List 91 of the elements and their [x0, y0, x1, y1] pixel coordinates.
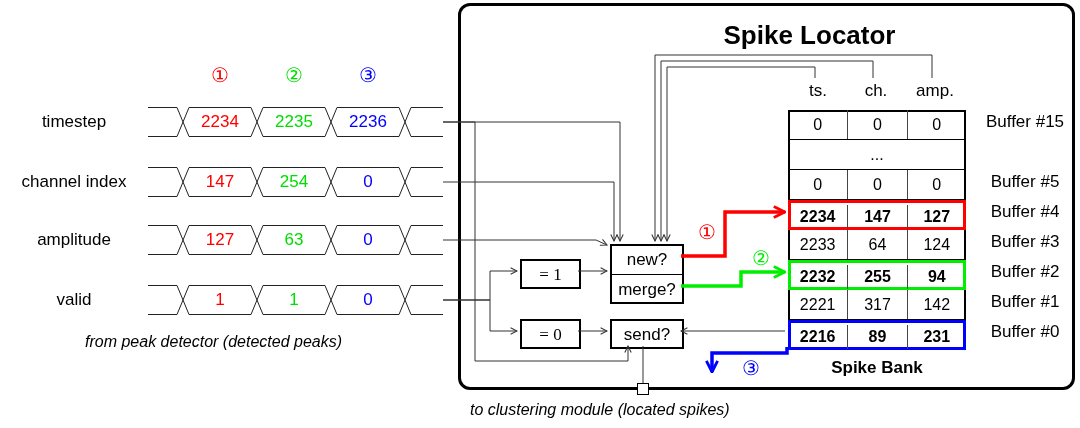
- table-row: [788, 230, 966, 260]
- node-label: Buffer #0: [989, 322, 1061, 342]
- arrow: [681, 205, 787, 258]
- table-cell-text: 2233: [798, 235, 837, 255]
- table-row: [788, 260, 966, 290]
- column-header-text: ts.: [808, 81, 828, 101]
- table-cell: 89: [847, 325, 907, 349]
- arrow: [442, 181, 618, 242]
- arrow: [657, 60, 874, 242]
- table-cell-text: 2221: [798, 295, 837, 315]
- arrow: [442, 299, 518, 335]
- note: from peak detector (detected peaks): [85, 333, 343, 351]
- node-label: Buffer #1: [989, 292, 1061, 312]
- table-cell: 0: [847, 110, 907, 139]
- arrow: [442, 121, 632, 362]
- signal-value: 2235: [274, 112, 314, 132]
- table-row: [788, 320, 966, 350]
- node-label: Buffer #2: [989, 262, 1061, 282]
- arrow: [681, 265, 787, 288]
- comparator-text: = 1: [538, 265, 563, 285]
- step-number: ②: [284, 63, 304, 87]
- table-title: Spike Bank: [830, 358, 924, 378]
- signal-value: 1: [214, 290, 226, 310]
- table-cell-text: 2216: [798, 327, 837, 347]
- arrow: [442, 238, 608, 246]
- node-label: channel index: [20, 172, 128, 192]
- table-cell: 147: [847, 205, 907, 229]
- arrow: [705, 347, 789, 374]
- node-label: Buffer #3: [989, 232, 1061, 252]
- arrow: [663, 66, 816, 242]
- node-label: Buffer #4: [989, 202, 1061, 222]
- signal-value: 0: [362, 230, 374, 250]
- node-label: amplitude: [36, 230, 112, 250]
- table-cell: 94: [906, 265, 966, 289]
- module-frame: [458, 3, 1075, 390]
- table-cell: 0: [906, 110, 966, 139]
- decision-box: [610, 244, 684, 304]
- table-row: [788, 170, 966, 200]
- table-row: [788, 110, 966, 140]
- table-cell: 124: [906, 230, 966, 259]
- signal-value: 1: [288, 290, 300, 310]
- table-cell: 317: [847, 290, 907, 319]
- decision-text: send?: [622, 325, 672, 345]
- signal-value: 63: [283, 230, 305, 250]
- comparator-text: = 0: [538, 325, 563, 345]
- table-cell: 0: [906, 170, 966, 199]
- signal-value: 2236: [348, 112, 388, 132]
- decision-text: new?: [625, 250, 669, 270]
- table-cell: 0: [847, 170, 907, 199]
- table-cell: 127: [906, 205, 966, 229]
- bus-waveform: [148, 107, 443, 137]
- signal-value: 0: [362, 290, 374, 310]
- table-cell-text: 2234: [798, 207, 837, 227]
- node-label: Buffer #5: [989, 172, 1061, 192]
- table-row: [788, 290, 966, 320]
- arrow: [577, 267, 608, 275]
- bus-waveform: [148, 225, 443, 255]
- node-label: timestep: [40, 112, 108, 132]
- table-cell: 64: [847, 230, 907, 259]
- step-number: ③: [358, 63, 378, 87]
- table-cell: 231: [906, 325, 966, 349]
- signal-value: 0: [362, 172, 374, 192]
- comparator-box: [520, 319, 581, 349]
- column-header-text: amp.: [915, 81, 955, 101]
- signal-value: 254: [278, 172, 310, 192]
- table-cell: 255: [847, 265, 907, 289]
- table-cell-text: 0: [812, 115, 824, 135]
- arrow: [680, 327, 786, 335]
- module-title: Spike Locator: [722, 20, 897, 51]
- signal-value: 127: [204, 230, 236, 250]
- bus-waveform: [148, 167, 443, 197]
- connector-line: [642, 345, 644, 384]
- table-cell-text: 0: [812, 175, 824, 195]
- table-row: [788, 200, 966, 230]
- table-cell-text: ...: [869, 145, 885, 165]
- node-label: valid: [55, 290, 93, 310]
- arrow: [651, 54, 933, 242]
- table-cell-text: 2232: [798, 267, 837, 287]
- signal-value: 147: [204, 172, 236, 192]
- comparator-box: [520, 259, 581, 289]
- arrow: [577, 327, 608, 335]
- decision-text: merge?: [617, 280, 677, 300]
- step-number: ①: [210, 63, 230, 87]
- column-header-text: ch.: [863, 81, 889, 101]
- node-label: Buffer #15: [984, 112, 1066, 132]
- bus-waveform: [148, 285, 443, 315]
- output-port: [637, 383, 649, 395]
- decision-box: [610, 319, 684, 349]
- node-label: to clustering module (located spikes): [470, 401, 730, 419]
- signal-value: 2234: [200, 112, 240, 132]
- table-cell: 142: [906, 290, 966, 319]
